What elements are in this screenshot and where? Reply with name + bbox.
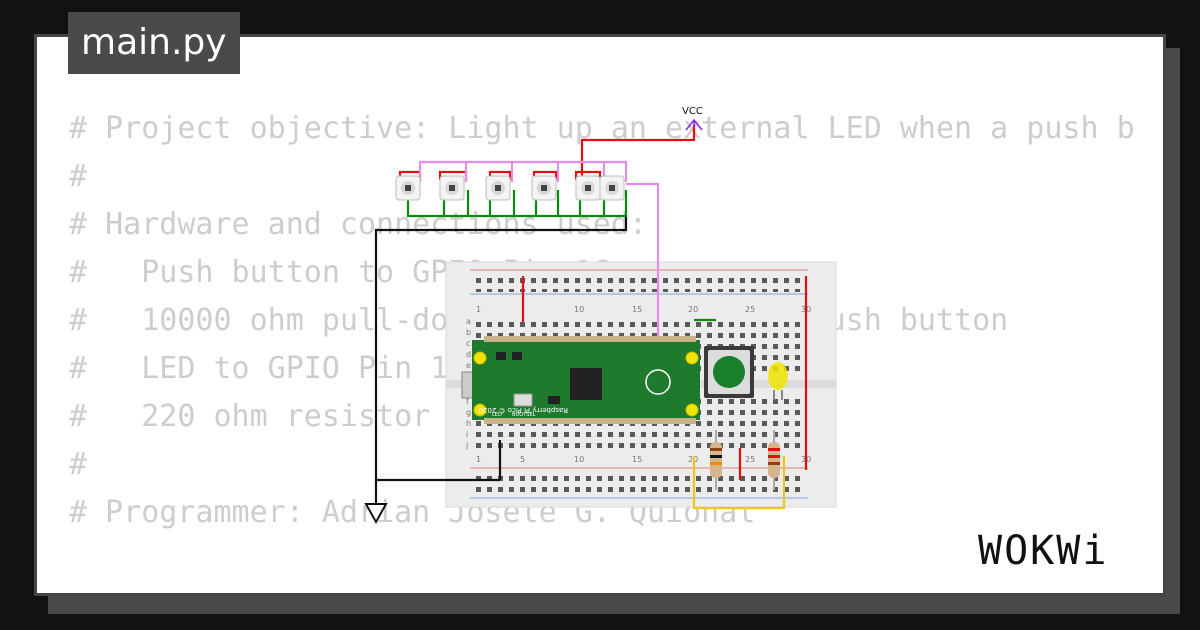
wokwi-logo: WOKWi	[978, 528, 1109, 574]
bb-row-letter: c	[466, 339, 470, 348]
vcc-symbol: VCC	[682, 106, 703, 131]
bb-row-letter: i	[466, 430, 468, 439]
resistor-220	[768, 430, 780, 490]
resistor-10k	[710, 430, 722, 490]
bb-top-num: 10	[574, 305, 584, 314]
code-line: # modules	[69, 585, 1137, 593]
bb-row-letter: f	[466, 397, 469, 406]
bb-bottom-num: 1	[476, 455, 481, 464]
bb-bottom-num: 5	[520, 455, 525, 464]
vcc-label: VCC	[682, 106, 703, 117]
bb-bottom-num: 10	[574, 455, 584, 464]
bb-row-letter: b	[466, 328, 471, 337]
pico-led-label: LED	[492, 412, 502, 418]
bb-row-letter: a	[466, 317, 471, 326]
code-line: #	[69, 447, 88, 482]
neopixel-strip	[395, 175, 625, 201]
bb-top-num: 15	[632, 305, 642, 314]
pico-board: Raspberry Pi Pico © 2020 BOOTSEL LED	[461, 336, 700, 424]
ground-symbol	[364, 503, 388, 525]
bb-top-num: 1	[476, 305, 481, 314]
code-line: #	[69, 159, 88, 194]
bb-row-letter: d	[466, 350, 471, 359]
filename-tab[interactable]: main.py	[68, 12, 240, 74]
wires	[374, 125, 808, 510]
bb-row-letter: g	[466, 408, 471, 417]
bb-top-num: 25	[745, 305, 755, 314]
bb-bottom-num: 25	[745, 455, 755, 464]
bb-row-letter: e	[466, 361, 471, 370]
bb-row-letter: h	[466, 419, 471, 428]
pico-label: Raspberry Pi Pico © 2020	[479, 406, 569, 414]
code-line: # LED to GPIO Pin 15	[69, 351, 467, 386]
code-line: # Hardware and connections used:	[69, 207, 647, 242]
bb-bottom-num: 15	[632, 455, 642, 464]
yellow-led	[768, 362, 788, 400]
bootsel-label: BOOTSEL	[512, 412, 536, 418]
bb-top-num: 20	[688, 305, 698, 314]
push-button[interactable]	[704, 346, 754, 398]
bb-row-letter: j	[465, 441, 468, 450]
